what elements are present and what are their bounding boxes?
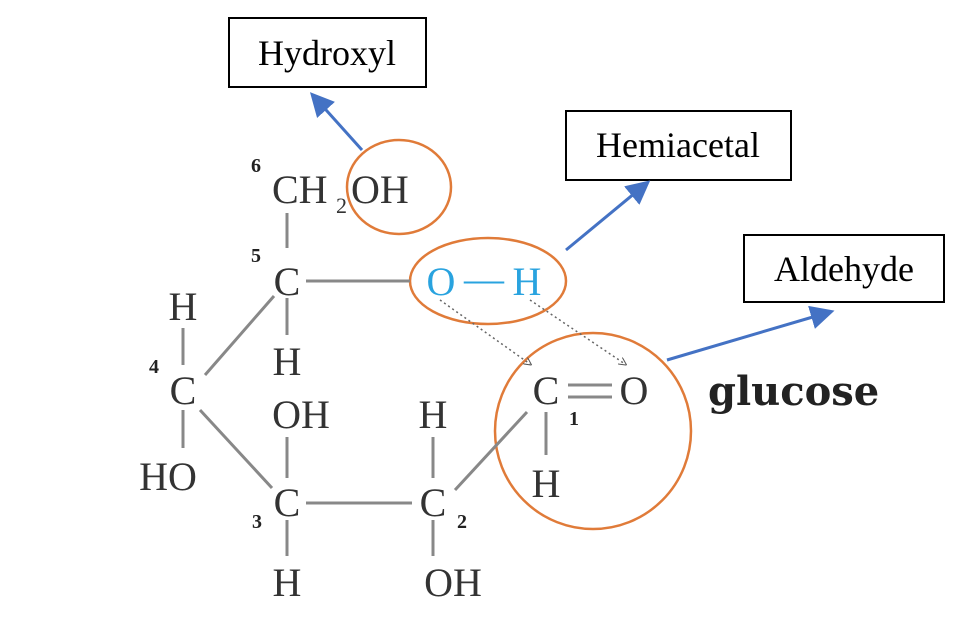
c2-carbon: C [420,480,447,525]
c1-hydrogen: H [532,461,561,506]
carbon-number-4: 4 [149,356,159,378]
molecule-name: glucose [708,368,879,415]
c5-hydrogen: H [273,339,302,384]
hydroxyl-label-box: Hydroxyl [228,17,427,88]
c4-carbon: C [170,368,197,413]
c4-hydrogen: H [169,284,198,329]
carbon-number-2: 2 [457,511,467,533]
hemiacetal-bond: — [463,256,505,301]
aldehyde-label-box: Aldehyde [743,234,945,303]
c3-carbon: C [274,480,301,525]
carbon-number-6: 6 [251,155,261,177]
c6-ch-group: CH [272,167,328,212]
hemiacetal-label: Hemiacetal [596,125,760,165]
c5-carbon: C [274,259,301,304]
o-to-c1-dotted-arrow [439,299,530,364]
c3-hydroxyl: OH [272,392,330,437]
aldehyde-arrow [666,305,835,362]
c3-hydrogen: H [273,560,302,605]
c1-carbon: C [533,368,560,413]
carbon-number-5: 5 [251,245,261,267]
c6-oh-group: OH [351,167,409,212]
c2-hydrogen: H [419,392,448,437]
hemiacetal-arrow [565,180,651,252]
aldehyde-label: Aldehyde [774,249,914,289]
hemiacetal-hydrogen: H [513,259,542,304]
c4-hydroxyl: HO [139,454,197,499]
bonds [181,213,612,556]
h-to-o-dotted-arrow [529,299,625,364]
c2-hydroxyl: OH [424,560,482,605]
aldehyde-highlight-ring [493,331,693,531]
carbon-number-1: 1 [569,408,579,430]
c6-subscript: 2 [336,193,347,218]
hydroxyl-arrow [309,92,364,152]
hemiacetal-label-box: Hemiacetal [565,110,792,181]
hydroxyl-highlight-ring [345,138,453,236]
carbon-number-3: 3 [252,511,262,533]
hydroxyl-label: Hydroxyl [258,33,396,73]
c1-oxygen: O [620,368,649,413]
hemiacetal-oxygen: O [427,259,456,304]
